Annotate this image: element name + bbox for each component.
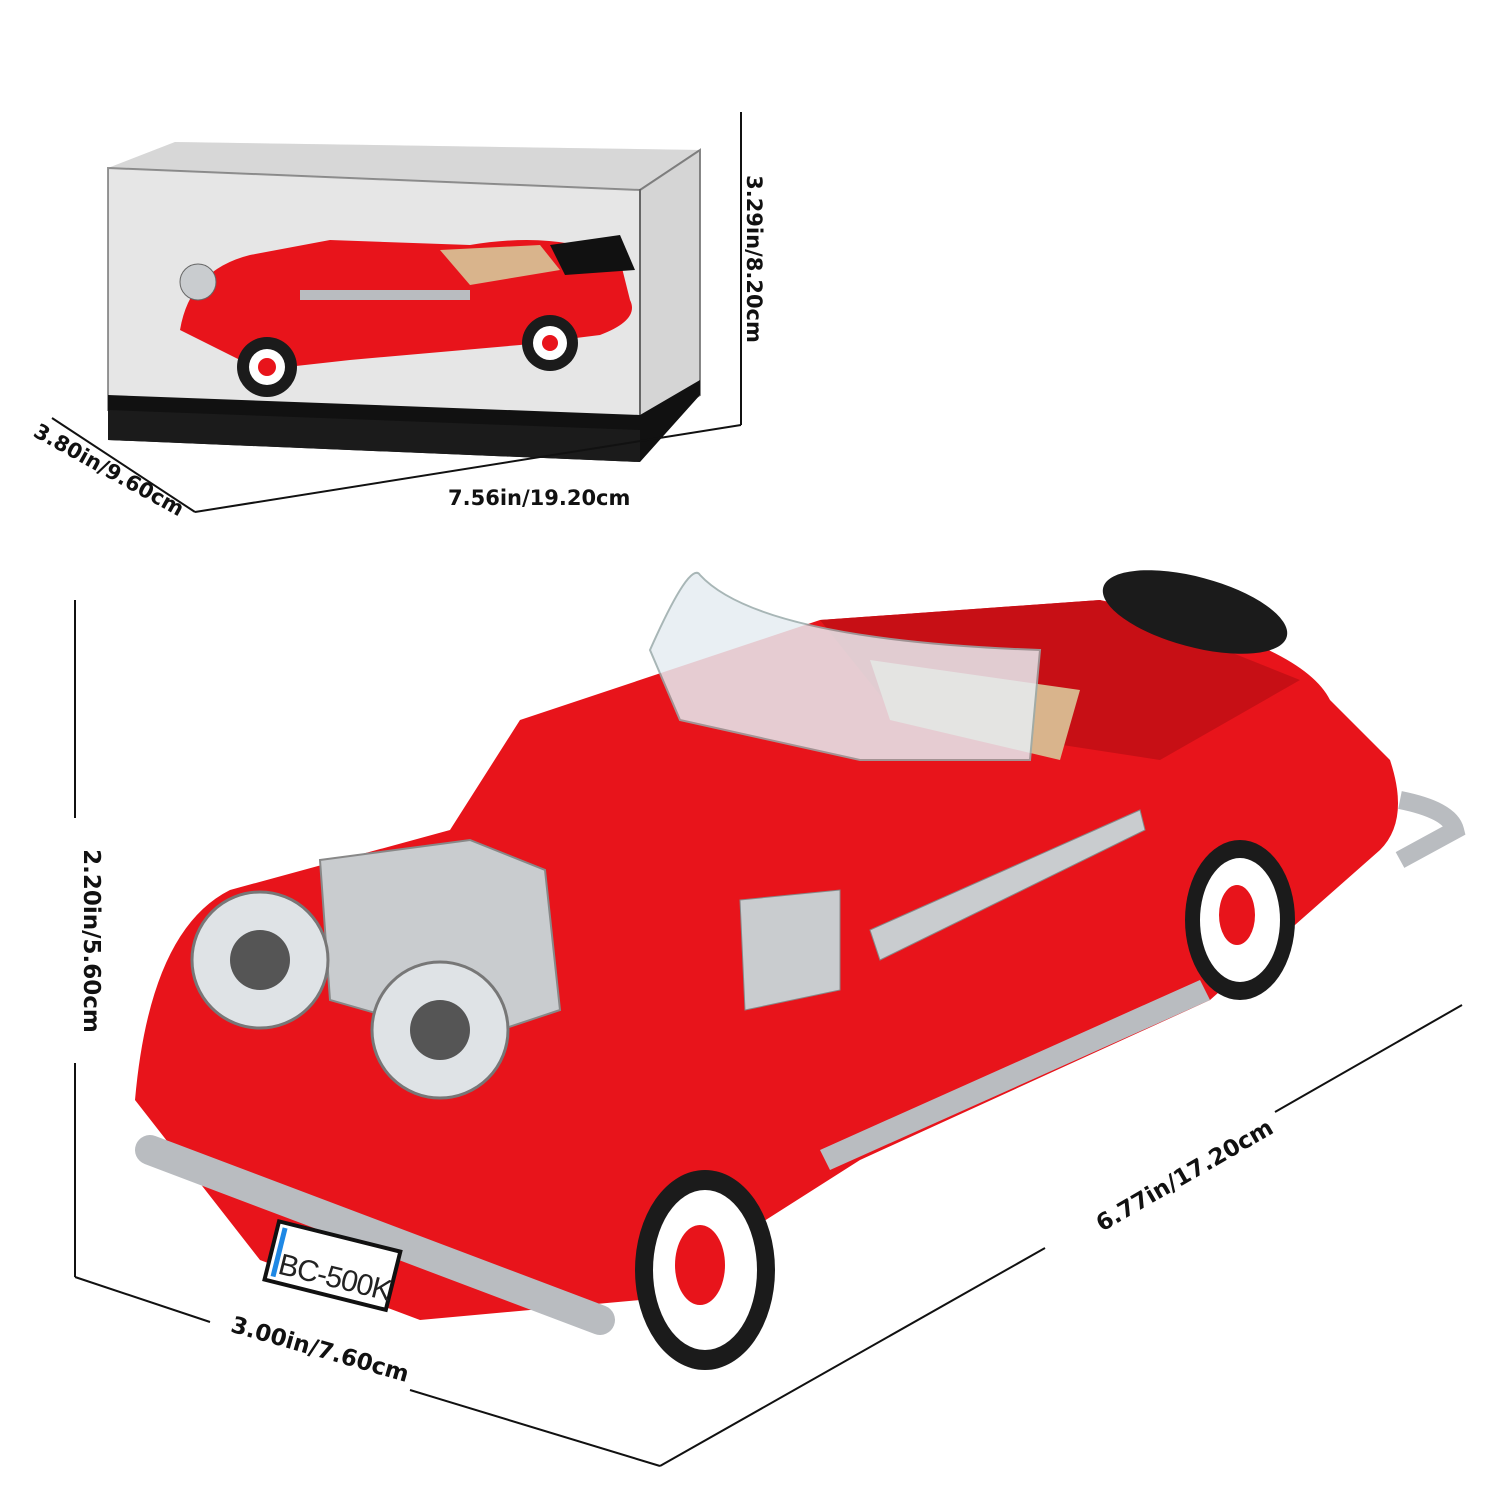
main-car [135,570,1466,1370]
car-height-label: 2.20in/5.60cm [77,849,104,1033]
mini-car [179,235,635,397]
case-dimension-lines [51,112,742,513]
case-height-label: 3.29in/8.20cm [741,175,766,343]
license-plate [262,1218,403,1313]
display-case [107,142,701,462]
car-dimension-lines [74,600,1463,1467]
case-width-label: 7.56in/19.20cm [448,486,631,510]
